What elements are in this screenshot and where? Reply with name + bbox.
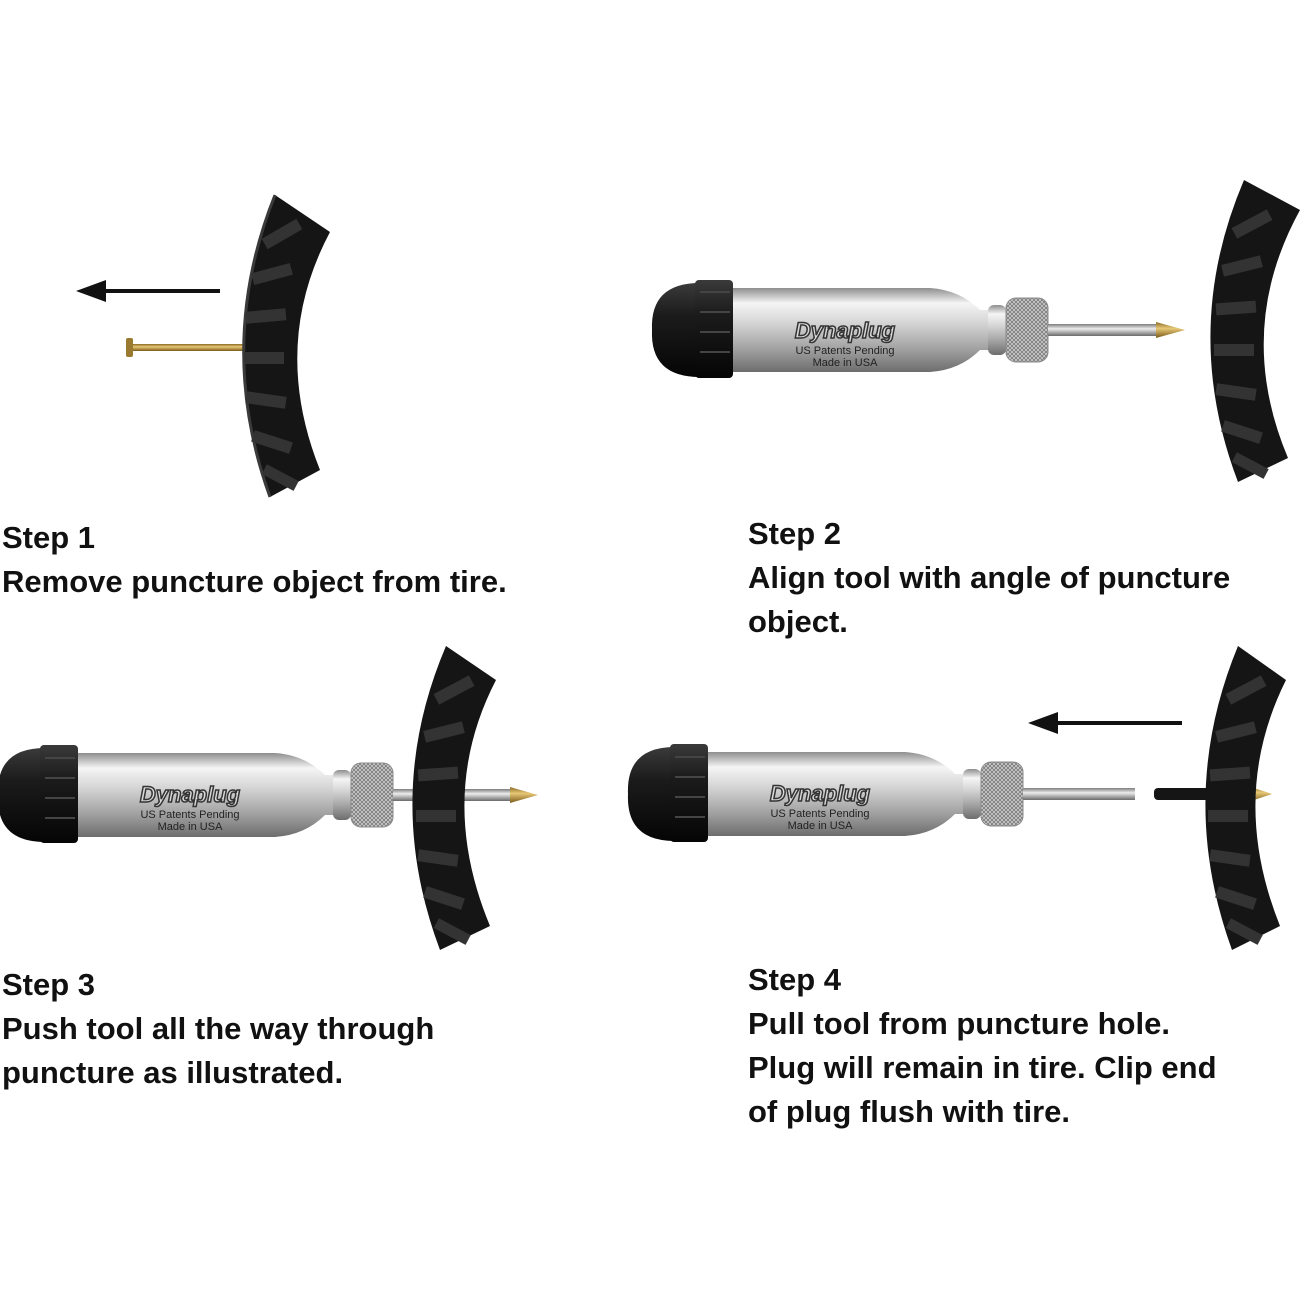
origin-text: Made in USA (158, 821, 223, 833)
step-3-caption: Step 3 Push tool all the way through pun… (2, 963, 434, 1095)
patent-text: US Patents Pending (795, 345, 894, 357)
step-1-illustration (0, 0, 650, 520)
nail-icon (126, 338, 244, 357)
step-text-line: Push tool all the way through (2, 1011, 435, 1046)
tire-segment (1205, 646, 1286, 950)
brand-logo: Dynaplug (795, 318, 896, 343)
step-text-line: Align tool with angle of puncture (748, 560, 1231, 595)
plug-tool: Dynaplug US Patents Pending Made in USA (0, 745, 538, 843)
arrow-left-icon (1028, 712, 1182, 734)
origin-text: Made in USA (788, 820, 853, 832)
step-text-line: Plug will remain in tire. Clip end (748, 1050, 1217, 1085)
plug-tool: Dynaplug US Patents Pending Made in USA (627, 744, 1135, 842)
step-text-line: Remove puncture object from tire. (2, 564, 507, 599)
step-heading: Step 3 (2, 967, 96, 1002)
step-4-illustration: Dynaplug US Patents Pending Made in USA (620, 640, 1307, 960)
step-1-caption: Step 1 Remove puncture object from tire. (2, 516, 507, 604)
origin-text: Made in USA (813, 357, 878, 369)
step-4-caption: Step 4 Pull tool from puncture hole. Plu… (748, 958, 1217, 1134)
patent-text: US Patents Pending (770, 808, 869, 820)
step-text-line: puncture as illustrated. (2, 1055, 344, 1090)
step-heading: Step 2 (748, 516, 842, 551)
step-heading: Step 4 (748, 962, 842, 997)
step-text-line: Pull tool from puncture hole. (748, 1006, 1170, 1041)
step-3-illustration: Dynaplug US Patents Pending Made in USA (0, 640, 650, 960)
tire-segment (242, 194, 330, 498)
step-text-line: of plug flush with tire. (748, 1094, 1071, 1129)
tire-segment (1210, 180, 1300, 482)
arrow-left-icon (76, 280, 220, 302)
step-text-line: object. (748, 604, 848, 639)
tire-segment (412, 646, 496, 950)
step-heading: Step 1 (2, 520, 96, 555)
brand-logo: Dynaplug (770, 781, 871, 806)
brand-logo: Dynaplug (140, 782, 241, 807)
patent-text: US Patents Pending (140, 809, 239, 821)
step-2-illustration: Dynaplug US Patents Pending Made in USA (640, 170, 1307, 500)
step-2-caption: Step 2 Align tool with angle of puncture… (748, 512, 1230, 644)
plug-tool: Dynaplug US Patents Pending Made in USA (651, 280, 1185, 378)
